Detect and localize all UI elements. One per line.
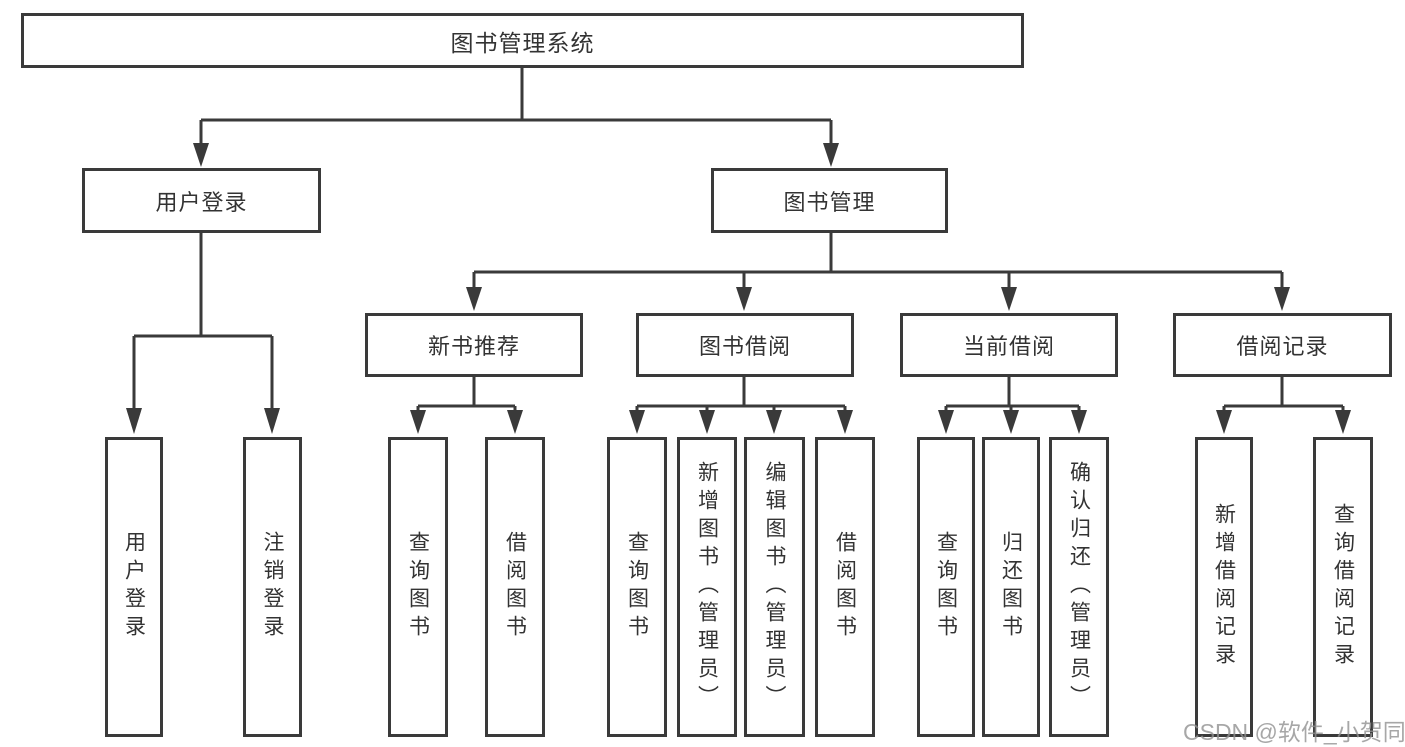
node-label: 新增借阅记录 [1212, 503, 1236, 671]
node-label: 用户登录 [122, 531, 146, 643]
connector-new-book-recommend-to-leaves [416, 377, 517, 412]
connector-borrowing-records-to-leaves [1222, 377, 1345, 412]
node-borrowing-records: 借阅记录 [1173, 313, 1392, 377]
node-leaf-query-borrow-record: 查询借阅记录 [1313, 437, 1373, 737]
connector-current-borrowing-to-leaves [944, 377, 1081, 412]
node-label: 图书借阅 [698, 334, 791, 359]
arrowheads-user-login-to-leaves [126, 408, 280, 434]
node-leaf-query-books-current: 查询图书 [917, 437, 975, 737]
node-user-login: 用户登录 [82, 168, 321, 233]
node-label: 借阅记录 [1236, 334, 1329, 359]
node-label: 归还图书 [999, 531, 1023, 643]
node-label: 图书管理 [783, 189, 876, 215]
arrowheads-book-borrowing-to-leaves [629, 410, 853, 434]
node-leaf-borrow-books-borrowing: 借阅图书 [815, 437, 875, 737]
node-label: 查询图书 [934, 531, 958, 643]
arrowheads-book-management-to-level3 [466, 287, 1290, 311]
node-leaf-edit-books-admin: 编辑图书（管理员） [744, 437, 805, 737]
csdn-watermark: CSDN @软件_小贺同学 [1183, 719, 1405, 745]
node-leaf-logout: 注销登录 [243, 437, 302, 737]
arrowheads-current-borrowing-to-leaves [938, 410, 1087, 434]
node-label: 用户登录 [155, 189, 248, 215]
connector-book-management-to-level3 [472, 233, 1284, 289]
arrowheads-root-to-level2 [193, 143, 839, 167]
node-label: 图书管理系统 [450, 29, 595, 56]
node-leaf-query-books-borrowing: 查询图书 [607, 437, 667, 737]
node-label: 注销登录 [261, 531, 284, 643]
node-label: 新书推荐 [427, 334, 520, 359]
node-current-borrowing: 当前借阅 [900, 313, 1118, 377]
connector-root-to-level2 [199, 68, 833, 146]
node-new-book-recommend: 新书推荐 [365, 313, 583, 377]
arrowheads-borrowing-records-to-leaves [1216, 410, 1351, 434]
node-leaf-query-books-recommend: 查询图书 [388, 437, 448, 737]
node-leaf-add-borrow-record: 新增借阅记录 [1195, 437, 1253, 737]
node-leaf-add-books-admin: 新增图书（管理员） [677, 437, 737, 737]
node-leaf-borrow-books-recommend: 借阅图书 [485, 437, 545, 737]
node-label: 查询图书 [406, 531, 430, 643]
node-leaf-user-login: 用户登录 [105, 437, 163, 737]
node-library-management-system: 图书管理系统 [21, 13, 1024, 68]
node-label: 查询图书 [625, 531, 649, 643]
node-label: 编辑图书（管理员） [763, 461, 786, 713]
node-leaf-confirm-return-admin: 确认归还（管理员） [1049, 437, 1109, 737]
node-book-management: 图书管理 [711, 168, 948, 233]
node-label: 新增图书（管理员） [695, 461, 719, 713]
node-label: 借阅图书 [833, 531, 857, 643]
connector-book-borrowing-to-leaves [635, 377, 847, 412]
arrowheads-new-book-recommend-to-leaves [410, 410, 523, 434]
node-label: 查询借阅记录 [1331, 503, 1355, 671]
node-leaf-return-books: 归还图书 [982, 437, 1040, 737]
node-label: 确认归还（管理员） [1067, 461, 1091, 713]
node-label: 借阅图书 [503, 531, 527, 643]
connector-user-login-to-leaves [132, 233, 274, 411]
node-book-borrowing: 图书借阅 [636, 313, 854, 377]
node-label: 当前借阅 [962, 334, 1055, 359]
